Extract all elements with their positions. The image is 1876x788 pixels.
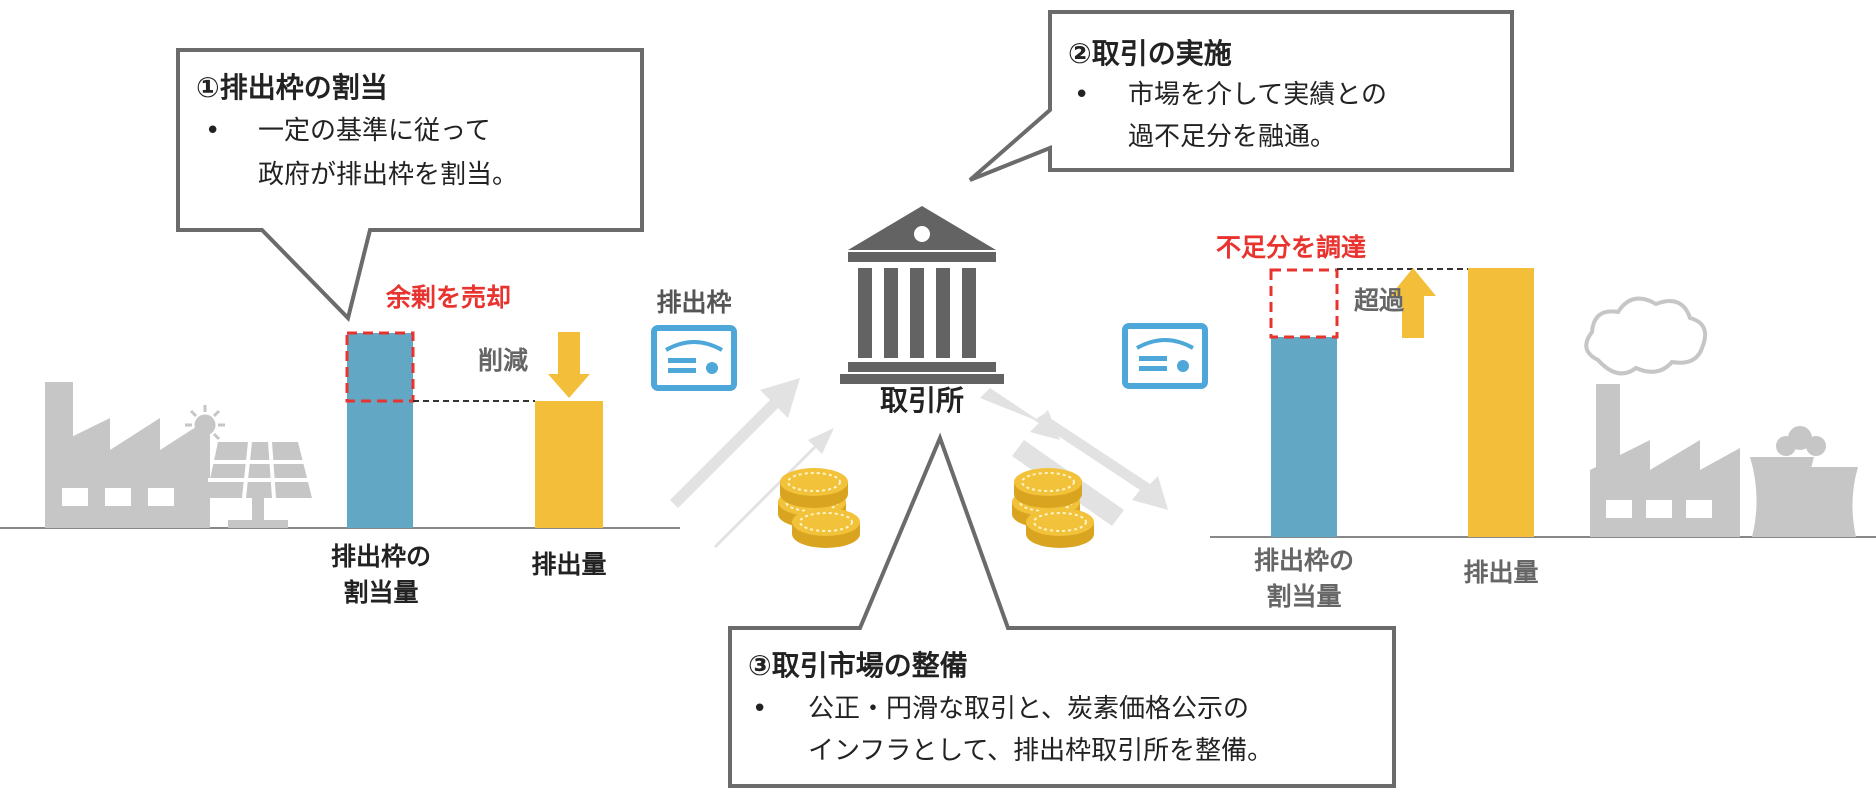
reduce-arrow-icon xyxy=(548,332,590,398)
allocation-line-1: 一定の基準に従って xyxy=(258,116,491,146)
trade-arrows-icon xyxy=(670,378,834,548)
right-emission-bar xyxy=(1468,268,1534,537)
credit-certificate-icon xyxy=(654,328,734,388)
credit-label: 排出枠 xyxy=(656,288,732,317)
left-emission-bar xyxy=(535,401,603,528)
smoke-icon xyxy=(1584,296,1707,376)
right-allocation-bar xyxy=(1271,337,1337,537)
allocation-line-2: 政府が排出枠を割当。 xyxy=(258,160,519,190)
reduce-label: 削減 xyxy=(478,346,529,375)
factory-icon xyxy=(1590,384,1740,537)
market-bullet: • xyxy=(752,694,768,724)
market-callout-box xyxy=(728,432,1396,788)
market-line-1: 公正・円滑な取引と、炭素価格公示の xyxy=(808,694,1249,724)
exchange-label: 取引所 xyxy=(879,384,964,417)
allocation-bullet: • xyxy=(205,116,221,146)
trade-line-1: 市場を介して実績との xyxy=(1128,80,1387,110)
sell-surplus-label: 余剰を売却 xyxy=(386,283,512,312)
market-title: ③取引市場の整備 xyxy=(748,649,968,682)
exchange-building-icon xyxy=(840,206,1004,384)
trade-bullet: • xyxy=(1074,80,1090,110)
allocation-title: ①排出枠の割当 xyxy=(196,71,388,104)
right-emission-label: 排出量 xyxy=(1463,558,1539,587)
allocation-callout-box xyxy=(176,48,644,322)
excess-arrow-icon xyxy=(1390,268,1436,338)
power-plant-icon xyxy=(1750,426,1858,537)
trade-title: ②取引の実施 xyxy=(1068,37,1232,70)
factory-icon xyxy=(45,382,210,528)
left-allocation-label-1: 排出枠の xyxy=(330,542,431,571)
right-shortfall-box xyxy=(1269,268,1339,339)
credit-certificate-icon xyxy=(1125,326,1205,386)
right-allocation-label-2: 割当量 xyxy=(1266,582,1342,611)
trade-callout-box xyxy=(968,10,1514,182)
right-allocation-label-1: 排出枠の xyxy=(1253,546,1354,575)
procure-shortfall-label: 不足分を調達 xyxy=(1216,233,1367,262)
excess-label: 超過 xyxy=(1354,286,1405,315)
market-line-2: インフラとして、排出枠取引所を整備。 xyxy=(808,736,1274,766)
solar-panel-icon xyxy=(206,441,312,528)
left-surplus-box xyxy=(345,331,415,403)
left-allocation-label-2: 割当量 xyxy=(343,578,419,607)
left-emission-label: 排出量 xyxy=(531,550,607,579)
sun-icon xyxy=(185,405,225,445)
left-allocation-bar xyxy=(347,333,413,528)
trade-line-2: 過不足分を融通。 xyxy=(1128,122,1337,152)
